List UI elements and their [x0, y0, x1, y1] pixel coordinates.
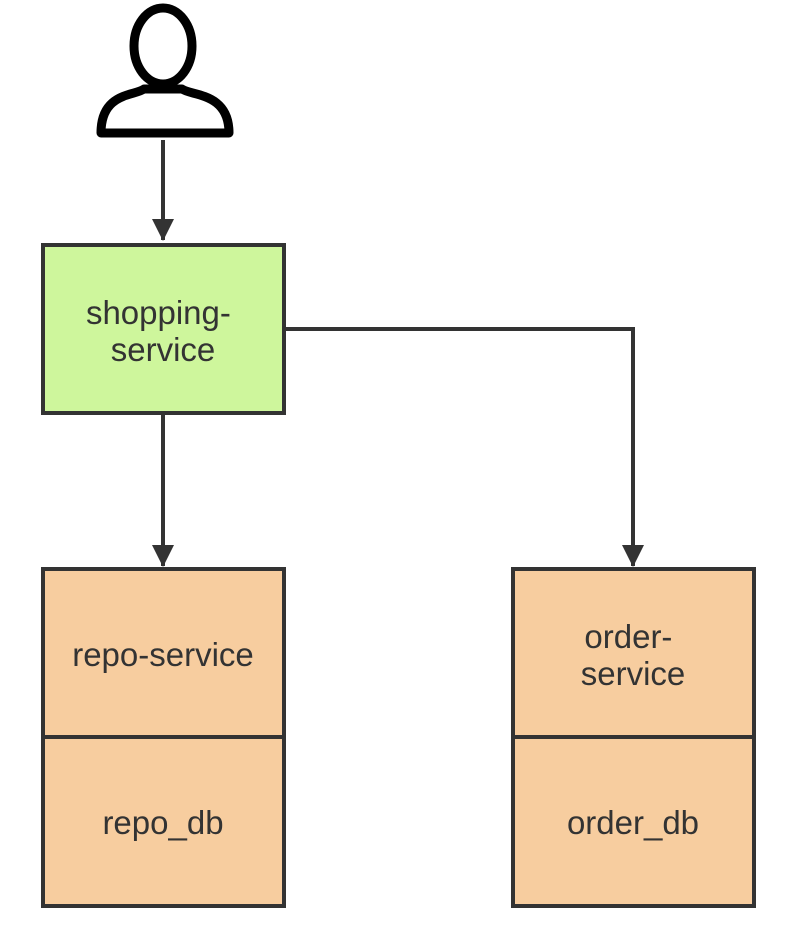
order-service-label-line-1: order-	[584, 618, 672, 655]
order-service-node[interactable]: order- service	[511, 567, 756, 739]
order-db-label: order_db	[567, 804, 699, 841]
shopping-service-node[interactable]: shopping- service	[41, 243, 286, 415]
svg-text:order- service: order- service	[581, 618, 686, 692]
edge-shopping-to-order	[284, 327, 644, 567]
svg-text:repo_db: repo_db	[102, 804, 223, 841]
order-db-node[interactable]: order_db	[511, 735, 756, 908]
repo-service-node[interactable]: repo-service	[41, 567, 286, 739]
svg-text:shopping- service: shopping- service	[86, 294, 240, 368]
svg-text:repo-service: repo-service	[72, 636, 254, 673]
repo-db-label: repo_db	[102, 804, 223, 841]
repo-service-label: repo-service	[72, 636, 254, 673]
shopping-service-label-line-2: service	[111, 331, 216, 368]
shopping-service-label-line-1: shopping-	[86, 294, 231, 331]
user-icon	[96, 3, 234, 138]
repo-db-node[interactable]: repo_db	[41, 735, 286, 908]
svg-text:order_db: order_db	[567, 804, 699, 841]
order-service-label-line-2: service	[581, 655, 686, 692]
